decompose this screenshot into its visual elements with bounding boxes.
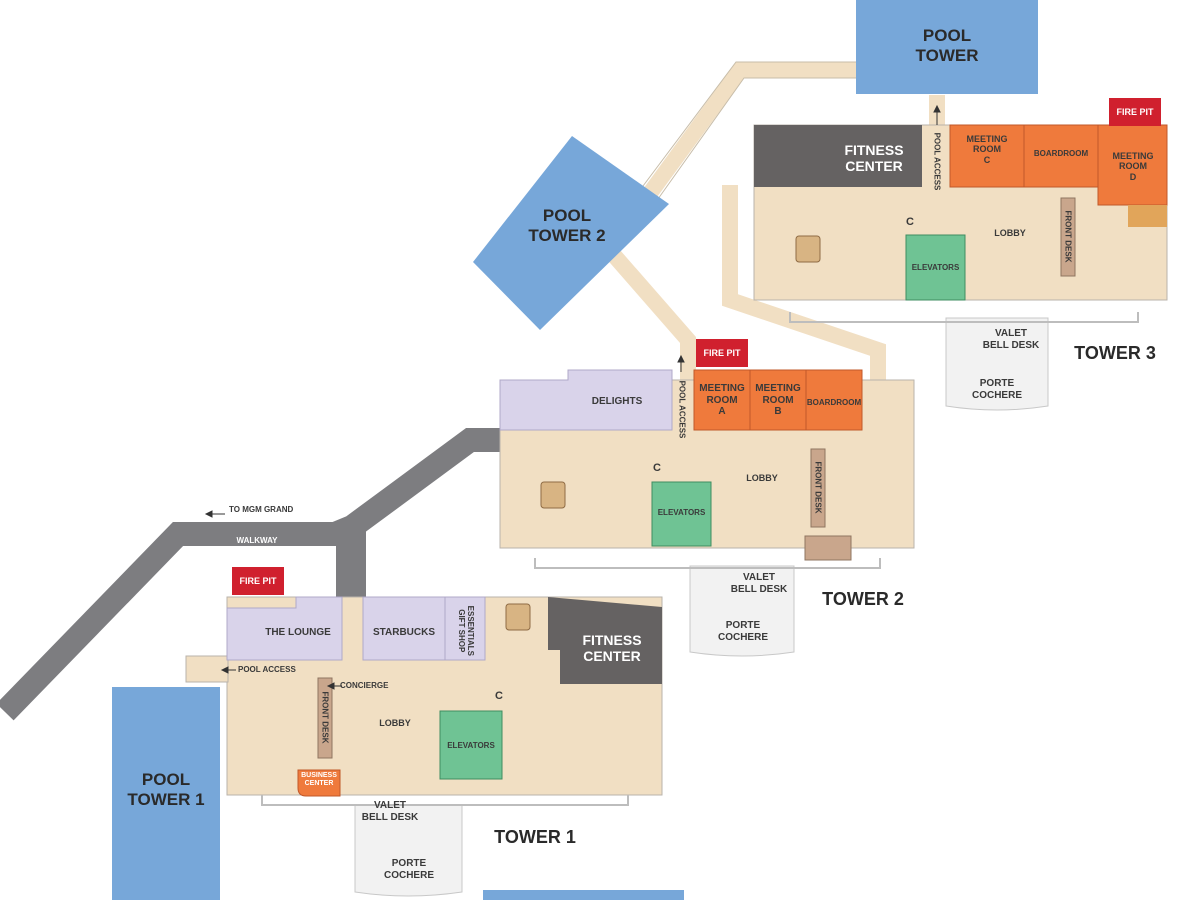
lobby-marker-icon: C (495, 690, 503, 702)
tower2-frontage (534, 558, 881, 569)
tower2-meeting-a (693, 369, 751, 431)
tower3-name: TOWER 3 (1074, 343, 1156, 363)
tower3-front-desk (1060, 197, 1076, 277)
tower3-meeting-d (1097, 124, 1168, 206)
tower3-meeting-d-label: MEETING ROOM D (1112, 151, 1154, 182)
tower2-fire-pit: FIRE PIT (696, 339, 748, 367)
tower3-boardroom (1023, 124, 1099, 188)
tower3-cochere (945, 317, 1049, 411)
pool-tower-2 (473, 136, 669, 330)
tower3-front-desk-label: FRONT DESK (1063, 210, 1073, 263)
tower2-boardroom-label: BOARDROOM (806, 398, 862, 407)
tower1-concierge-label: CONCIERGE (340, 681, 389, 690)
pool-tower (856, 0, 1038, 94)
tower1-essentials-label: ESSENTIALS GIFT SHOP (457, 605, 475, 656)
tower3-lobby-label: LOBBY (994, 228, 1026, 238)
tower1-lounge-label: THE LOUNGE (265, 627, 331, 638)
tower1-fitness-block (548, 597, 662, 684)
tower3-valet-label: VALET BELL DESK (982, 328, 1040, 351)
to-mgm-grand-label: TO MGM GRAND (229, 505, 294, 514)
tower2-porte-cochere-label: PORTE COCHERE (717, 620, 768, 643)
tower1-entry-nub (185, 655, 229, 683)
tower2-front-desk (810, 448, 826, 528)
tower1-fire-pit: FIRE PIT (232, 567, 284, 595)
tower1-business-center-shape (297, 769, 341, 797)
pool-corridors (598, 62, 945, 385)
tower3-meeting-c (949, 124, 1025, 188)
tower3-elevators (905, 234, 966, 301)
tower1-frontage (261, 795, 629, 806)
tower3-boardroom-label: BOARDROOM (1033, 149, 1089, 158)
tower3-fire-pit: FIRE PIT (1109, 98, 1161, 126)
tower2-elevators (651, 481, 712, 547)
tower3-meeting-c-label: MEETING ROOM C (966, 134, 1008, 165)
tower2-meeting-b-label: MEETING ROOM B (755, 383, 801, 417)
tower1-lounge (226, 596, 343, 661)
pool-tower-label: POOL TOWER (915, 26, 979, 65)
restroom-icon (505, 235, 821, 631)
tower1-front-desk (317, 677, 333, 759)
tower3-fitness-label: FITNESS CENTER (844, 142, 904, 175)
pool-corridors-outline (636, 61, 860, 207)
tower1-pool-access-label: POOL ACCESS (238, 665, 296, 674)
tower1-porte-cochere-label: PORTE COCHERE (383, 858, 434, 881)
tower2-valet-label: VALET BELL DESK (730, 572, 788, 595)
tower1-front-desk-label: FRONT DESK (320, 691, 330, 744)
pool-tower-1 (112, 687, 220, 900)
tower1-valet-label: VALET BELL DESK (361, 800, 419, 823)
tower2-meeting-a-label: MEETING ROOM A (699, 383, 745, 417)
tower1-fitness-label: FITNESS CENTER (582, 632, 642, 665)
lobby-marker-icon: C (653, 462, 661, 474)
tower2-delights (499, 369, 673, 431)
walkway-connector (336, 530, 366, 600)
pool-access-arrows (204, 104, 941, 690)
tower2-name: TOWER 2 (822, 589, 904, 609)
tower3-porte-cochere-label: PORTE COCHERE (971, 378, 1022, 401)
tower1-name: TOWER 1 (494, 827, 576, 847)
tower2-delights-label: DELIGHTS (591, 396, 643, 407)
tower3-fitness-block (754, 125, 922, 187)
tower3-elevators-label: ELEVATORS (911, 263, 960, 272)
tower3-frontage (789, 312, 1139, 323)
tower1-lobby-label: LOBBY (379, 718, 411, 728)
tower2-lobby-label: LOBBY (746, 473, 778, 483)
tower3-storage (1128, 205, 1167, 227)
lobby-marker-icon: C (906, 216, 914, 228)
tower2-boardroom (805, 369, 863, 431)
walkway-label: WALKWAY (236, 536, 278, 545)
tower1-starbucks-label: STARBUCKS (372, 627, 436, 638)
tower3-pool-access: POOL ACCESS (932, 132, 942, 191)
tower2-elevators-label: ELEVATORS (657, 508, 706, 517)
tower1-cochere (354, 804, 463, 897)
pool-tower-1-label: POOL TOWER 1 (127, 770, 205, 809)
tower2-front-desk-label: FRONT DESK (813, 461, 823, 514)
tower2-pool-access: POOL ACCESS (677, 380, 687, 439)
tower1-essentials (444, 596, 486, 661)
pool-tower-2-label: POOL TOWER 2 (528, 206, 606, 245)
tower2-desk-block (804, 535, 852, 561)
tower1-elevators-label: ELEVATORS (447, 741, 495, 750)
tower2-meeting-b (749, 369, 807, 431)
tower1-elevators (439, 710, 503, 780)
bottom-pool-edge (483, 890, 684, 900)
tower1-business-center-label: BUSINESS CENTER (301, 772, 337, 788)
tower2-cochere (689, 565, 795, 657)
